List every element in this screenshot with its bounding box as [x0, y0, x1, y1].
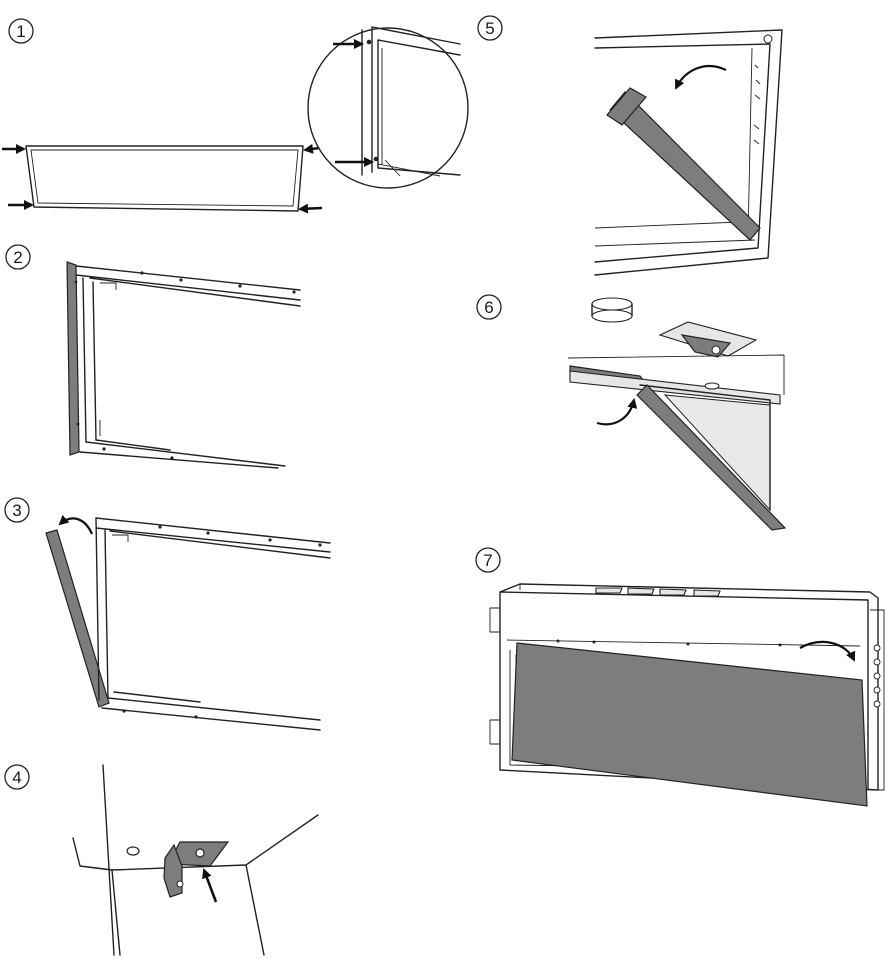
- step-3-badge: 3: [4, 497, 30, 523]
- step-1-badge: 1: [8, 18, 34, 44]
- svg-text:4: 4: [12, 768, 21, 787]
- frame-corner-view: [66, 261, 301, 469]
- step-6-badge: 6: [476, 294, 502, 320]
- svg-text:6: 6: [484, 298, 493, 317]
- press-arrows: [2, 143, 327, 214]
- frame-strip-tilted: [45, 514, 331, 731]
- step-5-badge: 5: [477, 15, 503, 41]
- step-4: 4: [4, 764, 319, 956]
- svg-text:2: 2: [13, 248, 22, 267]
- step-2-badge: 2: [5, 244, 31, 270]
- bracket-clip-view: [72, 764, 319, 956]
- svg-text:1: 1: [16, 22, 25, 41]
- step-6: 6: [476, 294, 787, 531]
- ceiling-mount-view: [567, 297, 787, 531]
- step-2: 2: [5, 244, 301, 469]
- svg-text:3: 3: [12, 501, 21, 520]
- step-7: 7: [475, 547, 885, 807]
- svg-text:7: 7: [483, 551, 492, 570]
- step-3: 3: [4, 497, 331, 731]
- step-7-badge: 7: [475, 547, 501, 573]
- step-5: 5: [477, 15, 783, 276]
- step-4-badge: 4: [4, 764, 30, 790]
- step-1: 1: [2, 18, 469, 214]
- svg-text:5: 5: [485, 19, 494, 38]
- fixture-with-panel: [489, 583, 885, 807]
- detail-zoom-circle: [307, 26, 469, 189]
- frame-with-rod: [594, 29, 783, 276]
- frame-panel: [25, 145, 304, 212]
